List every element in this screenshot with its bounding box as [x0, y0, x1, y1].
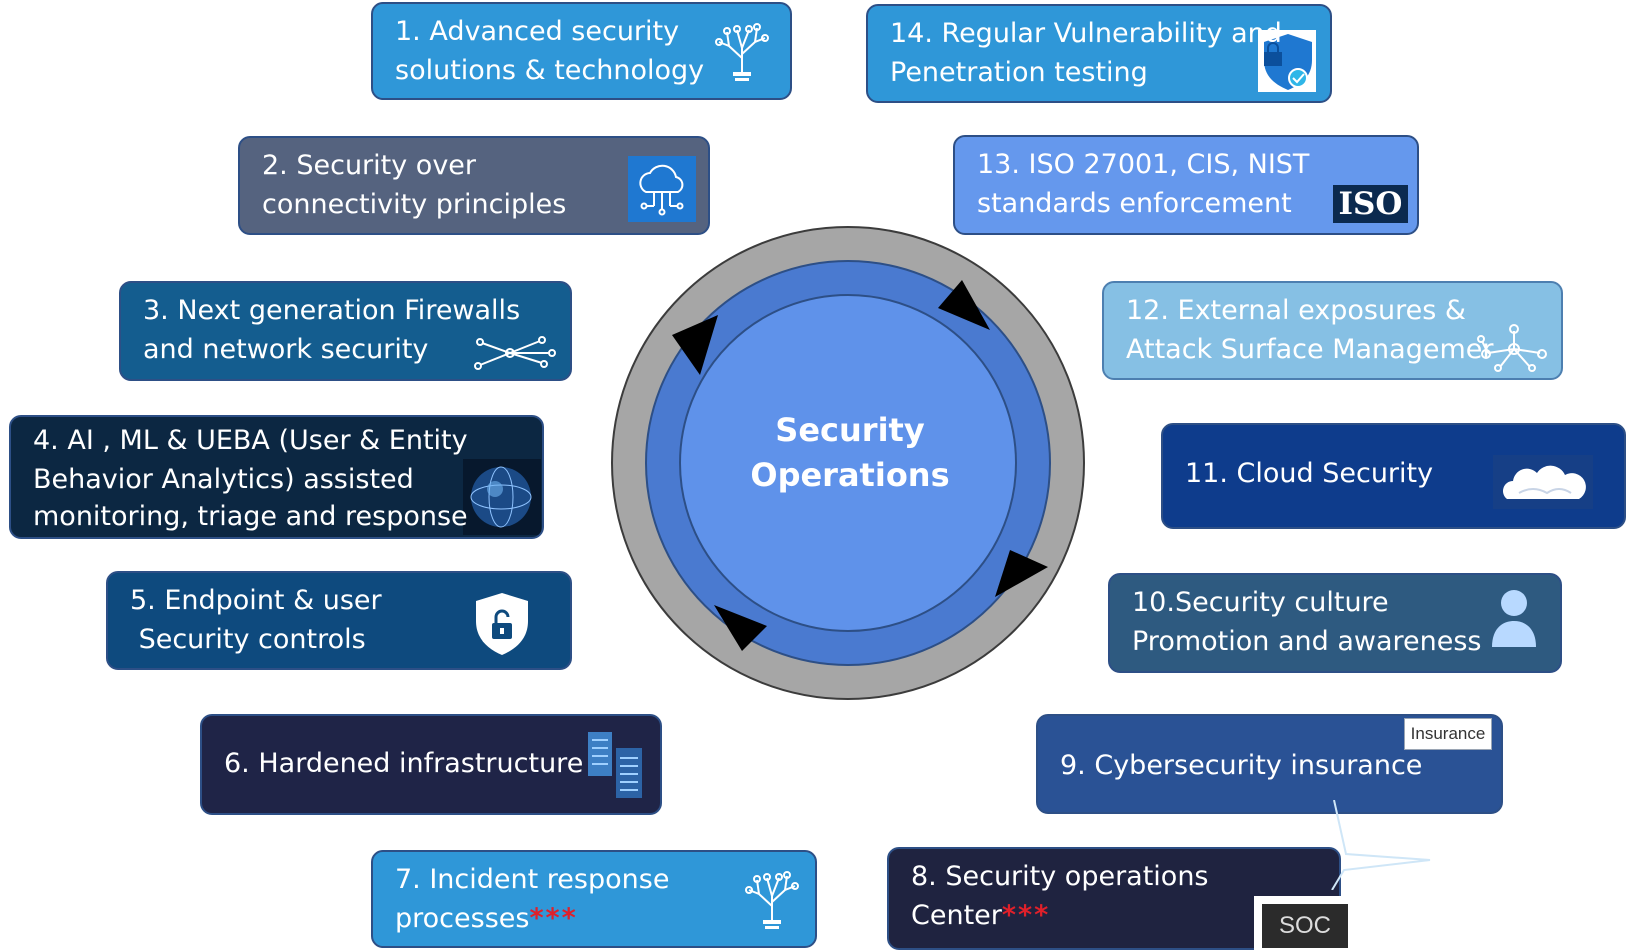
box-security-connectivity: 2. Security over connectivity principles: [238, 136, 710, 235]
box-10-line1: 10.Security culture: [1132, 587, 1389, 618]
insurance-tag-icon: Insurance: [1404, 718, 1492, 750]
box-7-line1: 7. Incident response: [395, 864, 670, 895]
box-10-line2: Promotion and awareness: [1132, 626, 1482, 657]
box-12-line1: 12. External exposures &: [1126, 295, 1466, 326]
soc-badge-label: SOC: [1262, 904, 1348, 948]
box-2-line1: 2. Security over: [262, 150, 477, 181]
box-14-line1: 14. Regular Vulnerability and: [890, 18, 1282, 49]
tree-circuit-icon: [715, 23, 769, 81]
center-title-line1: Security: [775, 411, 925, 449]
box-firewalls: 3. Next generation Firewalls and network…: [119, 281, 572, 381]
box-ai-ml-ueba: 4. AI , ML & UEBA (User & Entity Behavio…: [9, 415, 544, 539]
network-nodes-icon: [474, 336, 556, 370]
box-4-line3: monitoring, triage and response: [33, 501, 468, 532]
box-external-exposures: 12. External exposures & Attack Surface …: [1102, 281, 1563, 380]
box-8-line1: 8. Security operations: [911, 861, 1209, 892]
box-iso-standards: 13. ISO 27001, CIS, NIST standards enfor…: [953, 135, 1419, 235]
box-13-line1: 13. ISO 27001, CIS, NIST: [977, 149, 1310, 180]
arrow-bottom-left: [714, 605, 767, 651]
decorative-star-outline: [1331, 800, 1431, 890]
inner-disc: [679, 294, 1017, 632]
box-security-culture: 10.Security culture Promotion and awaren…: [1108, 573, 1562, 673]
box-hardened-infrastructure: 6. Hardened infrastructure: [200, 714, 662, 815]
box-4-line1: 4. AI , ML & UEBA (User & Entity: [33, 425, 468, 456]
box-advanced-security: 1. Advanced security solutions & technol…: [371, 2, 792, 100]
box-cloud-security: 11. Cloud Security: [1161, 423, 1626, 529]
network-nodes-icon: [1477, 324, 1547, 372]
arrow-top-left: [672, 315, 718, 375]
box-1-line2: solutions & technology: [395, 55, 705, 86]
box-5-line1: 5. Endpoint & user: [130, 585, 382, 616]
box-9-line1: 9. Cybersecurity insurance: [1060, 750, 1423, 781]
cloud-network-icon: [628, 156, 696, 222]
tree-circuit-icon: [745, 871, 799, 929]
box-incident-response: 7. Incident response processes***: [371, 850, 817, 948]
box-2-line2: connectivity principles: [262, 189, 567, 220]
shield-lock-icon: [476, 593, 528, 655]
soc-badge-icon: SOC: [1254, 896, 1356, 952]
iso-logo-icon: ISO: [1333, 185, 1408, 223]
shield-check-icon: [1258, 30, 1316, 92]
arrow-top-right: [938, 280, 990, 330]
center-title-line2: Operations: [750, 456, 950, 494]
box-11-line1: 11. Cloud Security: [1185, 458, 1434, 489]
box-8-stars: ***: [1001, 900, 1051, 931]
arrow-bottom-right: [995, 550, 1048, 597]
box-endpoint-security: 5. Endpoint & user Security controls: [106, 571, 572, 670]
box-6-line1: 6. Hardened infrastructure: [224, 748, 584, 779]
box-3-line1: 3. Next generation Firewalls: [143, 295, 521, 326]
box-7-stars: ***: [529, 903, 578, 934]
box-7-line2: processes: [395, 903, 530, 934]
box-1-line1: 1. Advanced security: [395, 16, 680, 47]
box-14-line2: Penetration testing: [890, 57, 1148, 88]
box-vulnerability-testing: 14. Regular Vulnerability and Penetratio…: [866, 4, 1332, 103]
box-4-line2: Behavior Analytics) assisted: [33, 464, 414, 495]
globe-icon: [463, 459, 541, 535]
user-icon: [1492, 590, 1536, 647]
box-8-line2: Center: [911, 900, 1002, 931]
box-5-line2: Security controls: [130, 624, 366, 655]
box-13-line2: standards enforcement: [977, 188, 1292, 219]
cloud-icon: [1493, 455, 1593, 509]
server-rack-icon: [588, 732, 642, 798]
box-security-operations-center: 8. Security operations Center***: [887, 847, 1341, 950]
box-12-line2: Attack Surface Managemer: [1126, 334, 1494, 365]
box-3-line2: and network security: [143, 334, 429, 365]
